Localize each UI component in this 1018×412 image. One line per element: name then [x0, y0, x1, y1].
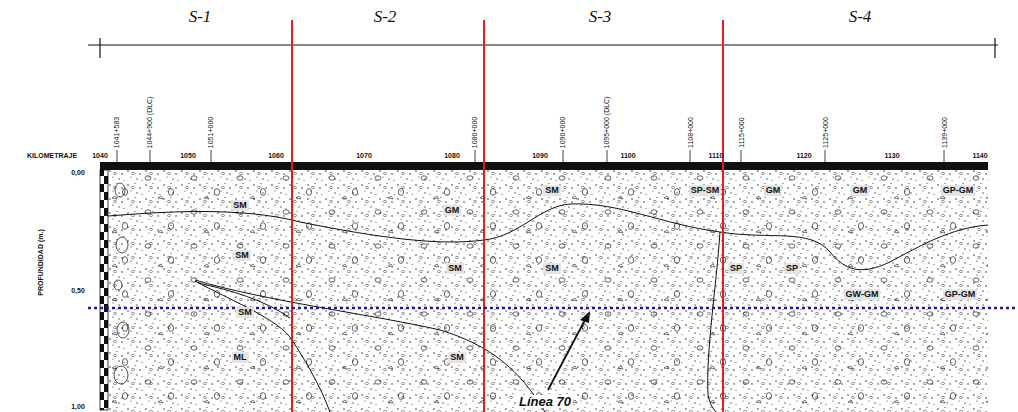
- section-label: S-1: [185, 8, 216, 25]
- soil-class: SP: [728, 263, 744, 274]
- station-label: 1090+000: [560, 117, 567, 148]
- soil-class: SP-SM: [689, 185, 722, 196]
- axis-number: 1110: [709, 152, 724, 159]
- soil-class: SM: [446, 263, 464, 274]
- axis-number: 1090: [532, 152, 548, 159]
- soil-class: GM: [443, 205, 462, 216]
- depth-value: 0,00: [71, 169, 85, 176]
- soil-class: GM: [764, 185, 783, 196]
- axis-number: 1140: [972, 152, 987, 159]
- soil-class: SM: [543, 185, 561, 196]
- axis-title: PROFUNDIDAD (m.): [37, 229, 44, 296]
- soil-class: SM: [448, 352, 466, 363]
- axis-number: 1130: [884, 152, 899, 159]
- station-label: 1041+583: [114, 117, 121, 148]
- soil-class: SM: [233, 250, 251, 261]
- axis-number: 1060: [268, 152, 284, 159]
- axis-number: 1100: [620, 152, 635, 159]
- section-label: S-3: [585, 8, 616, 25]
- axis-number: 1080: [444, 152, 460, 159]
- station-label: 1051+000: [208, 117, 215, 148]
- soil-class: SP: [784, 263, 800, 274]
- axis-number: 1040: [92, 152, 108, 159]
- station-label: 1044+900 (DLC): [146, 96, 153, 148]
- depth-value: 0,50: [71, 287, 85, 294]
- station-label: 1125+000: [821, 117, 828, 148]
- soil-class: GP-GM: [943, 289, 978, 300]
- soil-class: GP-GM: [941, 185, 976, 196]
- station-label: 1108+000: [686, 117, 693, 148]
- soil-class: SM: [543, 263, 561, 274]
- soil-class: SM: [231, 200, 249, 211]
- station-label: 1115+000: [738, 118, 745, 148]
- section-label: S-4: [845, 8, 876, 25]
- soil-class: ML: [232, 352, 249, 363]
- section-label: S-2: [370, 8, 401, 25]
- axis-title: KILOMETRAJE: [27, 152, 77, 159]
- station-label: 1139+000: [940, 117, 947, 148]
- soil-class: GW-GM: [844, 289, 881, 300]
- callout-label: Línea 70: [517, 395, 573, 408]
- station-label: 1095+000 (DLC): [603, 96, 610, 148]
- soil-class: SM: [236, 307, 254, 318]
- station-label: 1080+000: [472, 117, 479, 148]
- soil-class: GM: [851, 185, 870, 196]
- axis-number: 1120: [796, 152, 811, 159]
- depth-value: 1,00: [71, 403, 85, 410]
- axis-number: 1070: [356, 152, 372, 159]
- axis-number: 1050: [180, 152, 196, 159]
